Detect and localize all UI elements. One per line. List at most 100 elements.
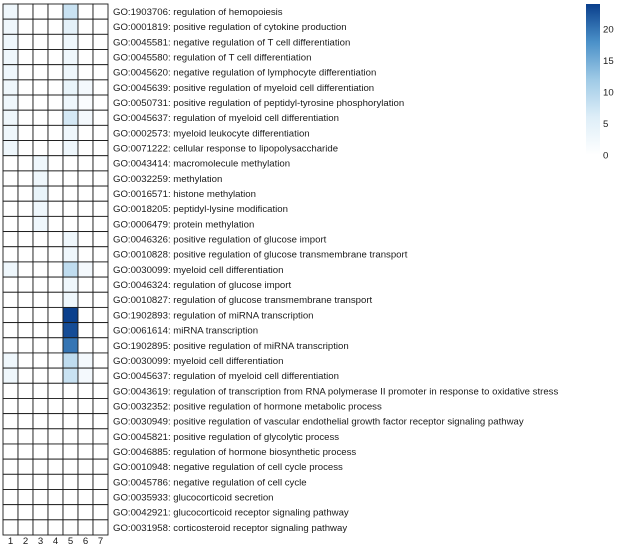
- heatmap-cell-r13-c2: [17, 185, 34, 202]
- row-label: GO:0050731: positive regulation of pepti…: [113, 98, 404, 109]
- heatmap-cell-r7-c1: [2, 94, 19, 111]
- heatmap-cell-r33-c6: [77, 489, 94, 506]
- heatmap-cell-r21-c4: [47, 306, 64, 324]
- heatmap-cell-r2-c4: [47, 18, 64, 35]
- row-label: GO:0045580: regulation of T cell differe…: [113, 53, 311, 64]
- heatmap-cell-r32-c5: [62, 473, 79, 490]
- heatmap-cell-r31-c7: [92, 458, 109, 475]
- heatmap-cell-r31-c3: [32, 458, 49, 475]
- heatmap-cell-r8-c7: [92, 109, 109, 126]
- heatmap-cell-r35-c1: [2, 519, 19, 536]
- heatmap-cell-r15-c6: [77, 215, 94, 233]
- heatmap-cell-r35-c7: [92, 519, 109, 536]
- heatmap-cell-r13-c5: [62, 185, 79, 202]
- heatmap-cell-r21-c5: [62, 306, 79, 324]
- heatmap-cell-r5-c6: [77, 64, 94, 81]
- heatmap-cell-r2-c5: [62, 18, 79, 35]
- heatmap-cell-r14-c1: [2, 200, 19, 217]
- column-label: 7: [98, 536, 103, 546]
- heatmap-cell-r34-c3: [32, 504, 49, 521]
- row-label: GO:0045581: negative regulation of T cel…: [113, 37, 350, 48]
- heatmap-cell-r14-c2: [17, 200, 34, 217]
- heatmap-cell-r5-c7: [92, 64, 109, 81]
- heatmap-cell-r30-c5: [62, 443, 79, 460]
- heatmap-cell-r19-c4: [47, 276, 64, 293]
- heatmap-cell-r20-c7: [92, 291, 109, 308]
- row-label: GO:0045786: negative regulation of cell …: [113, 477, 307, 488]
- heatmap-cell-r19-c2: [17, 276, 34, 293]
- row-label: GO:0010948: negative regulation of cell …: [113, 462, 343, 473]
- heatmap-cell-r23-c5: [62, 337, 79, 354]
- heatmap-cell-r3-c5: [62, 33, 79, 50]
- heatmap-cell-r28-c3: [32, 413, 49, 430]
- heatmap-cell-r24-c3: [32, 352, 49, 369]
- heatmap-cell-r13-c6: [77, 185, 94, 202]
- heatmap-cell-r9-c4: [47, 124, 64, 141]
- heatmap-cell-r18-c7: [92, 261, 109, 278]
- heatmap-cell-r11-c3: [32, 155, 49, 172]
- heatmap-cell-r29-c1: [2, 428, 19, 445]
- heatmap-cell-r1-c7: [92, 3, 109, 20]
- row-label: GO:0016571: histone methylation: [113, 189, 256, 200]
- heatmap-cell-r10-c3: [32, 140, 49, 157]
- row-label: GO:0046885: regulation of hormone biosyn…: [113, 447, 356, 458]
- heatmap-cell-r16-c6: [77, 231, 94, 248]
- heatmap-cell-r24-c2: [17, 352, 34, 369]
- heatmap-cell-r20-c4: [47, 291, 64, 308]
- heatmap-cell-r11-c7: [92, 155, 109, 172]
- heatmap-cell-r4-c6: [77, 49, 94, 66]
- colorbar-tick-label: 0: [603, 150, 608, 161]
- heatmap-cell-r18-c5: [62, 261, 79, 278]
- heatmap-cell-r17-c4: [47, 246, 64, 263]
- heatmap-cell-r17-c3: [32, 246, 49, 263]
- heatmap-cell-r5-c3: [32, 64, 49, 81]
- heatmap-cell-r31-c2: [17, 458, 34, 475]
- heatmap-cell-r27-c2: [17, 398, 34, 415]
- heatmap-cell-r26-c6: [77, 382, 94, 399]
- heatmap-cell-r19-c6: [77, 276, 94, 293]
- row-label: GO:0045620: negative regulation of lymph…: [113, 68, 376, 79]
- heatmap-cell-r28-c6: [77, 413, 94, 430]
- heatmap-cell-r27-c6: [77, 398, 94, 415]
- heatmap-cell-r3-c6: [77, 33, 94, 50]
- heatmap-cell-r9-c5: [62, 124, 79, 141]
- heatmap-cell-r28-c7: [92, 413, 109, 430]
- heatmap-cell-r7-c6: [77, 94, 94, 111]
- heatmap-cell-r11-c4: [47, 155, 64, 172]
- heatmap-cell-r3-c7: [92, 33, 109, 50]
- heatmap-cell-r9-c3: [32, 124, 49, 141]
- heatmap-cell-r9-c6: [77, 124, 94, 141]
- heatmap-cell-r12-c2: [17, 170, 34, 187]
- heatmap-cell-r30-c1: [2, 443, 19, 460]
- heatmap-cell-r29-c3: [32, 428, 49, 445]
- heatmap-cell-r26-c5: [62, 382, 79, 399]
- heatmap-cell-r34-c1: [2, 504, 19, 521]
- heatmap-cell-r6-c3: [32, 79, 49, 96]
- heatmap-cell-r26-c3: [32, 382, 49, 399]
- heatmap-cell-r22-c1: [2, 322, 19, 339]
- heatmap-cell-r1-c3: [32, 3, 49, 20]
- heatmap-cell-r9-c7: [92, 124, 109, 141]
- heatmap-cell-r20-c1: [2, 291, 19, 308]
- row-label: GO:0035933: glucocorticoid secretion: [113, 492, 274, 503]
- heatmap-cell-r10-c5: [62, 140, 79, 157]
- heatmap-cell-r6-c7: [92, 79, 109, 96]
- heatmap-cell-r24-c7: [92, 352, 109, 369]
- heatmap-cell-r28-c4: [47, 413, 64, 430]
- heatmap-cell-r17-c5: [62, 246, 79, 263]
- heatmap-cell-r33-c2: [17, 489, 34, 506]
- heatmap-cell-r25-c1: [2, 367, 19, 384]
- row-label: GO:0042921: glucocorticoid receptor sign…: [113, 508, 349, 519]
- heatmap-cell-r14-c6: [77, 200, 94, 217]
- heatmap-cell-r20-c2: [17, 291, 34, 308]
- heatmap-cell-r30-c6: [77, 443, 94, 460]
- heatmap-cell-r11-c5: [62, 155, 79, 172]
- heatmap-cell-r33-c5: [62, 489, 79, 506]
- heatmap-cell-r1-c5: [62, 3, 79, 20]
- heatmap-cell-r35-c5: [62, 519, 79, 536]
- heatmap-cell-r4-c7: [92, 49, 109, 66]
- row-label: GO:1903706: regulation of hemopoiesis: [113, 7, 283, 18]
- colorbar-tick-label: 20: [603, 24, 614, 35]
- row-label: GO:0071222: cellular response to lipopol…: [113, 144, 338, 155]
- heatmap-cell-r20-c5: [62, 291, 79, 308]
